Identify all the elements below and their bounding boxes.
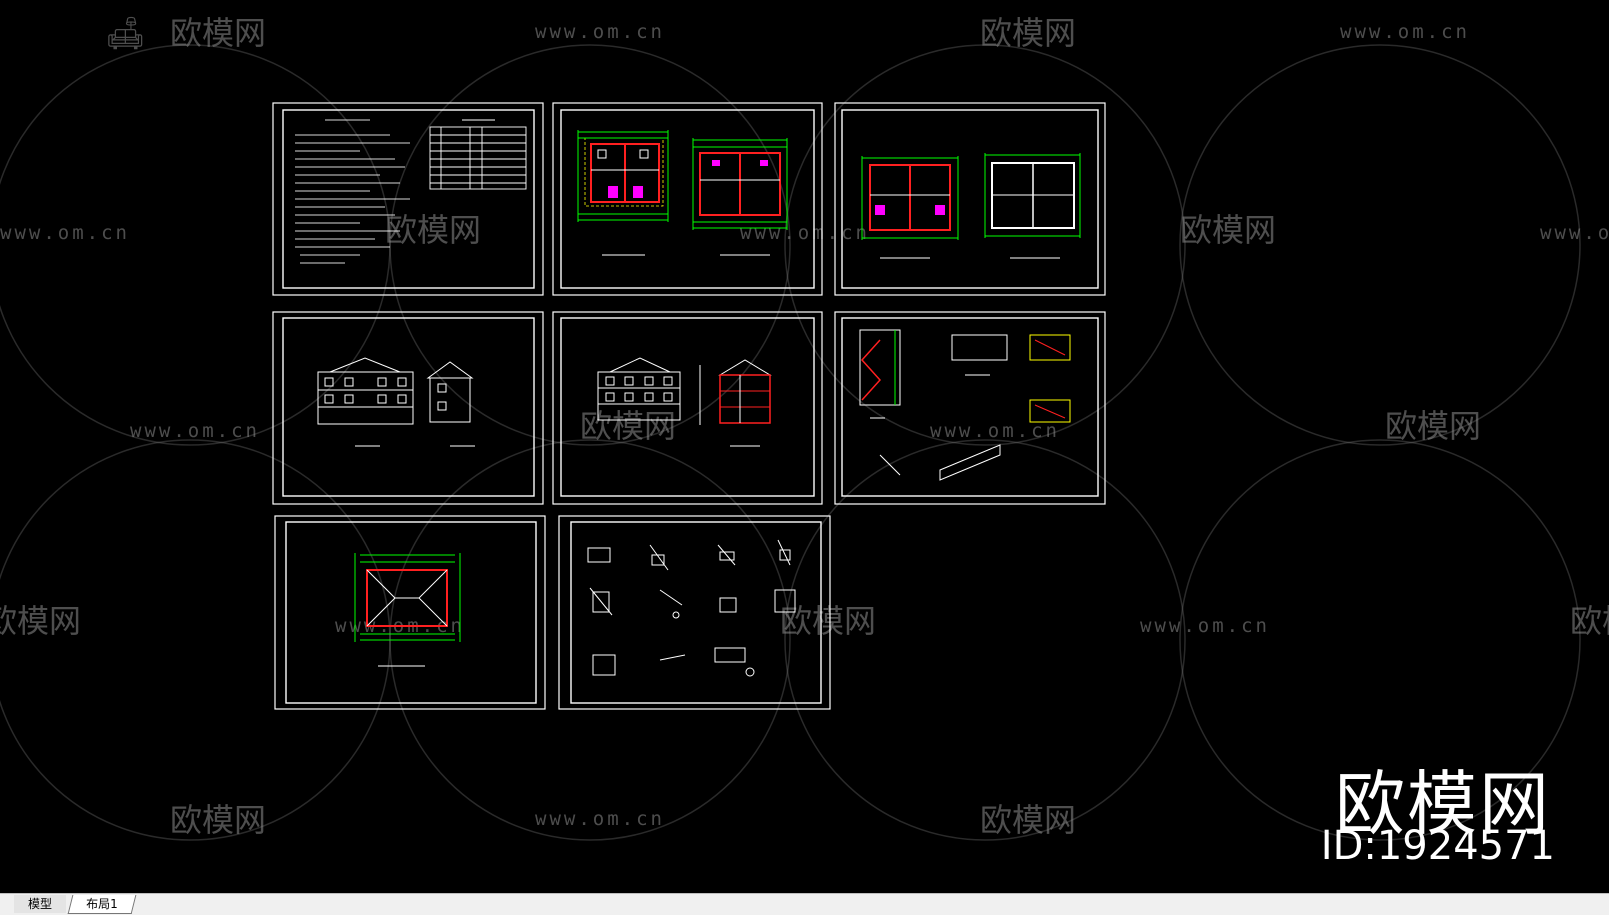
watermark-site: www.om.cn [1140,615,1270,637]
floor-plan-left [577,130,669,256]
sheet-elevations[interactable] [272,311,544,505]
sheet-stair-details[interactable] [834,311,1106,505]
sheet-design-notes[interactable] [272,102,544,296]
stair-section [859,329,901,419]
watermark-site: www.om.cn [930,420,1060,442]
sheet-roof-plan[interactable] [274,515,546,710]
model-space-canvas[interactable]: 🛋 欧模网 www.om.cn 欧模网 www.om.cn www.om.cn … [0,0,1609,893]
watermark-logo: 欧模网 [780,602,876,640]
detail-nodes [587,539,796,677]
floor-plan-attic [984,153,1081,259]
rear-elevation [597,357,681,421]
railing-detail [879,444,1001,481]
notes-text-block [295,119,410,264]
watermark-layer: 🛋 欧模网 www.om.cn 欧模网 www.om.cn www.om.cn … [0,14,1609,839]
brand-id: ID:1924571 [1320,823,1555,869]
sheet-elevation-section[interactable] [552,311,823,505]
watermark-site: www.om.cn [1340,21,1470,43]
watermark-logo: 欧模网 [1180,211,1276,249]
roof-plan-drawing [354,553,461,667]
watermark-logo: 欧模网 [1385,407,1481,445]
tab-model[interactable]: 模型 [14,895,66,913]
watermark-logo: 欧模网 [385,211,481,249]
front-elevation [317,357,414,447]
watermark-logo: 欧模网 [980,801,1076,839]
watermark-logo: 欧模网 [0,602,81,640]
watermark-arcs [0,44,1581,841]
watermark-logo: 欧模网 [1570,602,1609,640]
watermark-logo: 欧模网 [980,14,1076,52]
watermark-logo: 🛋 [105,14,146,52]
watermark-logo: 欧模网 [170,801,266,839]
side-elevation [426,361,475,447]
sheet-floor-plans-2[interactable] [834,102,1106,296]
watermark-site: www.om.cn [0,222,130,244]
watermark-logo: 欧模网 [580,407,676,445]
watermark-site: www.om.cn [535,808,665,830]
watermark-site: www.om.cn [130,420,260,442]
stair-plans [951,334,1071,423]
tab-layout1[interactable]: 布局1 [67,895,137,914]
brand-name: 欧模网 [1335,763,1551,845]
sheet-node-details[interactable] [558,515,831,710]
drawing-index-table [429,119,527,190]
building-section [699,359,772,447]
sheet-floor-plans-1[interactable] [552,102,823,296]
watermark-site: www.om.cn [1540,222,1609,244]
tab-layout1-label: 布局1 [86,897,118,911]
layout-tab-bar: 模型 布局1 [0,893,1609,915]
watermark-site: www.om.cn [535,21,665,43]
watermark-site: www.om.cn [740,222,870,244]
watermark-logo: 欧模网 [170,14,266,52]
floor-plan-right [692,138,788,256]
floor-plan-third [861,156,959,259]
